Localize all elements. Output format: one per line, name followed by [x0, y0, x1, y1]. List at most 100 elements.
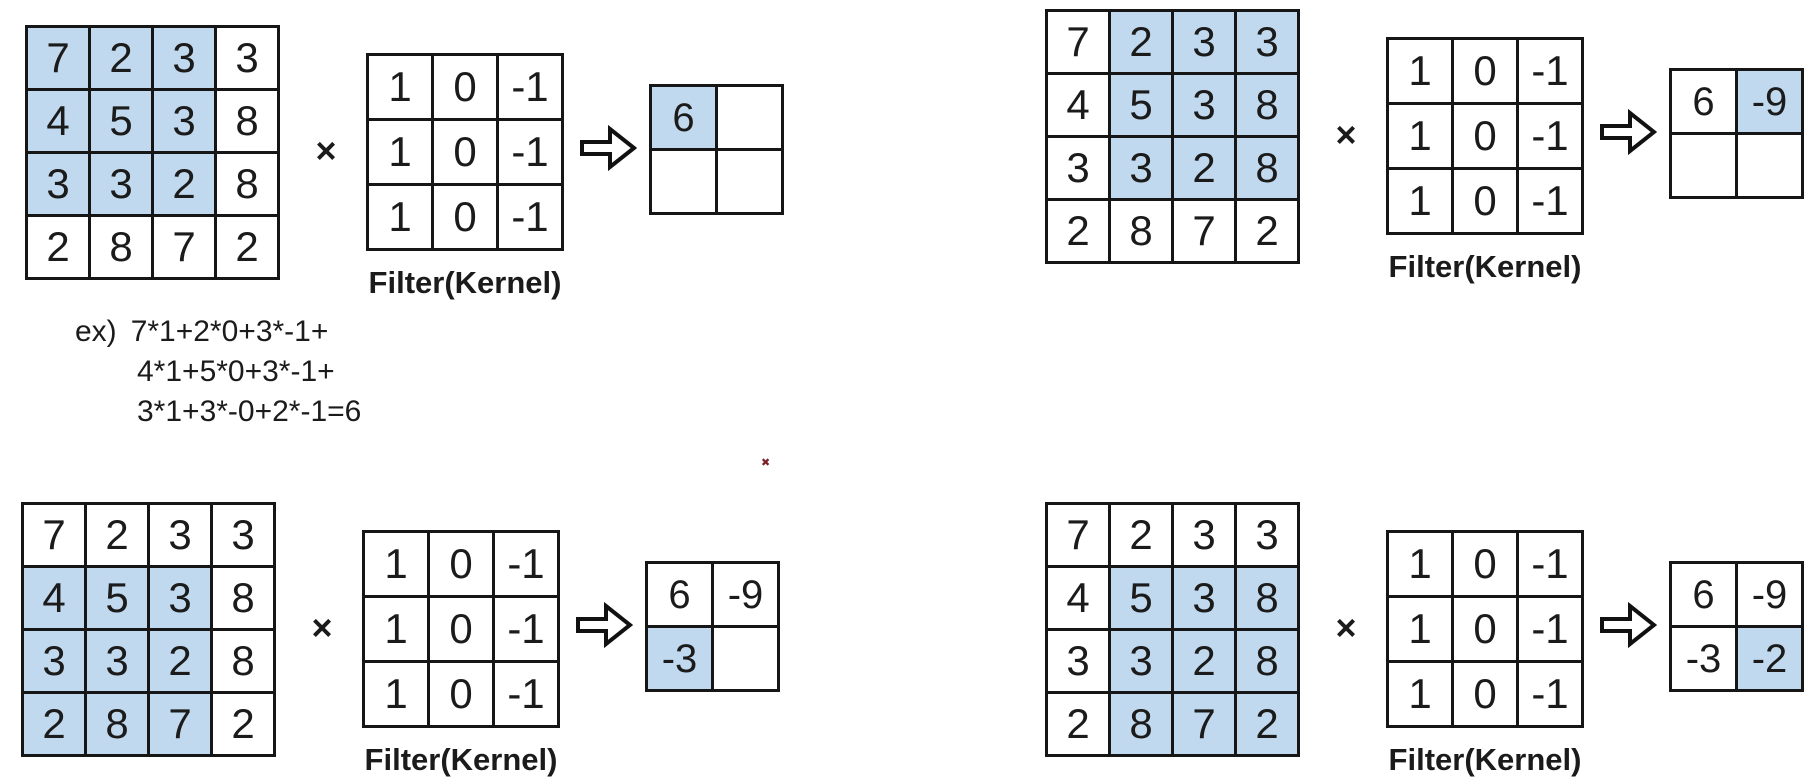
right-arrow-icon [1600, 602, 1657, 648]
output-matrix-slot: 6-9-3 [645, 561, 780, 692]
input-cell: 7 [1045, 502, 1111, 568]
input-cell: 4 [25, 88, 91, 154]
input-cell: 2 [21, 691, 87, 757]
output-cell: 6 [1669, 68, 1738, 135]
filter-cell: 1 [1386, 102, 1454, 170]
multiply-sign: × [1335, 607, 1357, 648]
input-cell: 4 [1045, 565, 1111, 631]
input-cell: 5 [88, 88, 154, 154]
example-line-3: 3*1+3*-0+2*-1=6 [137, 395, 362, 428]
filter-cell: 0 [1451, 660, 1519, 728]
input-cell: 3 [210, 502, 276, 568]
filter-cell: 0 [427, 530, 495, 598]
matrix-row: 6-9 [1669, 68, 1804, 135]
filter-cell: -1 [1516, 102, 1584, 170]
filter-cell: 0 [427, 595, 495, 663]
example-calculation: ex)7*1+2*0+3*-1+ 4*1+5*0+3*-1+ 3*1+3*-0+… [75, 312, 361, 432]
right-arrow-icon [1600, 109, 1657, 155]
output-cell [1735, 132, 1804, 199]
matrix-row: -3-2 [1669, 625, 1804, 692]
filter-cell: -1 [496, 118, 564, 186]
matrix-row: 6 [649, 84, 784, 151]
output-cell [711, 625, 780, 692]
input-cell: 8 [1108, 691, 1174, 757]
filter-cell: 1 [1386, 660, 1454, 728]
input-cell: 3 [1171, 9, 1237, 75]
input-cell: 3 [1171, 502, 1237, 568]
right-arrow-icon [580, 125, 637, 171]
input-cell: 3 [151, 88, 217, 154]
matrix-row: -3 [645, 625, 780, 692]
filter-cell: 1 [366, 118, 434, 186]
input-cell: 8 [1234, 565, 1300, 631]
filter-cell: 0 [1451, 530, 1519, 598]
filter-cell: 1 [362, 595, 430, 663]
output-cell [649, 148, 718, 215]
input-cell: 2 [25, 214, 91, 280]
example-line-1: ex)7*1+2*0+3*-1+ [75, 312, 361, 352]
input-cell: 8 [1108, 198, 1174, 264]
output-cell: 6 [649, 84, 718, 151]
output-cell [715, 84, 784, 151]
input-cell: 2 [214, 214, 280, 280]
input-cell: 7 [21, 502, 87, 568]
input-cell: 7 [1171, 198, 1237, 264]
input-cell: 7 [25, 25, 91, 91]
multiply-sign: × [315, 130, 337, 171]
output-cell [715, 148, 784, 215]
input-cell: 2 [1108, 9, 1174, 75]
example-expression: 7*1+2*0+3*-1+ [130, 315, 329, 348]
filter-kernel-label: Filter(Kernel) [364, 742, 558, 777]
multiply-sign: × [311, 607, 333, 648]
input-cell: 8 [210, 565, 276, 631]
filter-cell: 1 [362, 660, 430, 728]
input-cell: 5 [1108, 72, 1174, 138]
filter-cell: 0 [427, 660, 495, 728]
input-cell: 3 [88, 151, 154, 217]
filter-cell: 1 [362, 530, 430, 598]
output-cell [1669, 132, 1738, 199]
multiply-sign: × [1335, 114, 1357, 155]
filter-cell: -1 [1516, 660, 1584, 728]
input-cell: 3 [1045, 628, 1111, 694]
output-matrix: 6-9-3 [645, 561, 780, 692]
filter-cell: -1 [1516, 37, 1584, 105]
input-cell: 5 [1108, 565, 1174, 631]
input-cell: 3 [21, 628, 87, 694]
input-cell: 2 [210, 691, 276, 757]
matrix-row [649, 148, 784, 215]
output-cell: -2 [1735, 625, 1804, 692]
filter-cell: -1 [496, 183, 564, 251]
filter-cell: 1 [1386, 595, 1454, 663]
input-cell: 2 [1171, 628, 1237, 694]
input-cell: 2 [1045, 691, 1111, 757]
